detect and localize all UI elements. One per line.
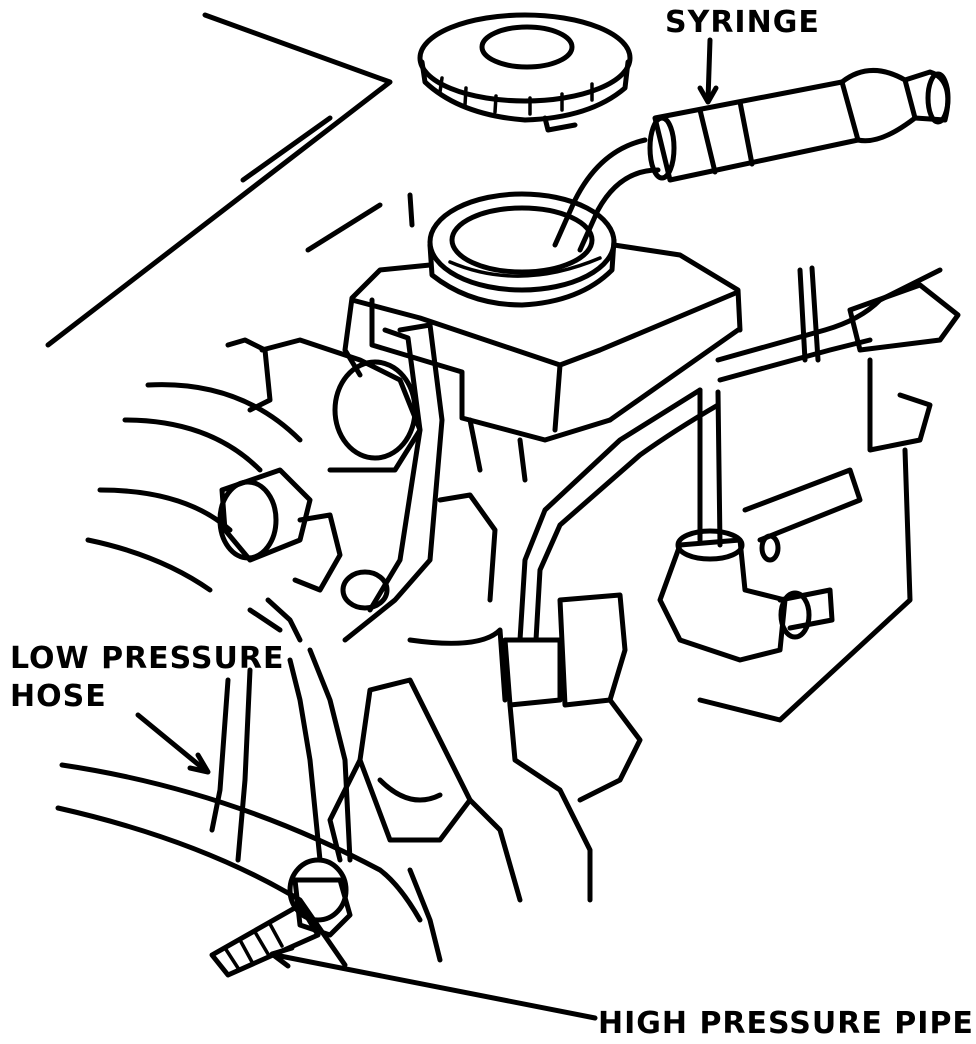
low-pressure-hose-label-line2: HOSE xyxy=(10,679,107,714)
hood-edge-lines xyxy=(45,12,415,348)
housing xyxy=(327,677,523,963)
syringe-label: SYRINGE xyxy=(665,5,820,40)
fluid-reservoir xyxy=(342,191,743,483)
reservoir-cap xyxy=(417,12,633,133)
leader-lines xyxy=(135,712,598,1021)
high-pressure-pipe-label: HIGH PRESSURE PIPE xyxy=(598,1006,974,1041)
brake-lines xyxy=(517,265,961,723)
fender-arcs xyxy=(55,762,423,968)
master-cylinder-body xyxy=(85,322,508,703)
high-pressure-fitting xyxy=(209,857,353,978)
syringe xyxy=(552,37,951,253)
proportioning-valve xyxy=(502,528,812,903)
low-pressure-hose-label-line1: LOW PRESSURE xyxy=(10,641,285,676)
low-pressure-hose xyxy=(209,597,353,863)
